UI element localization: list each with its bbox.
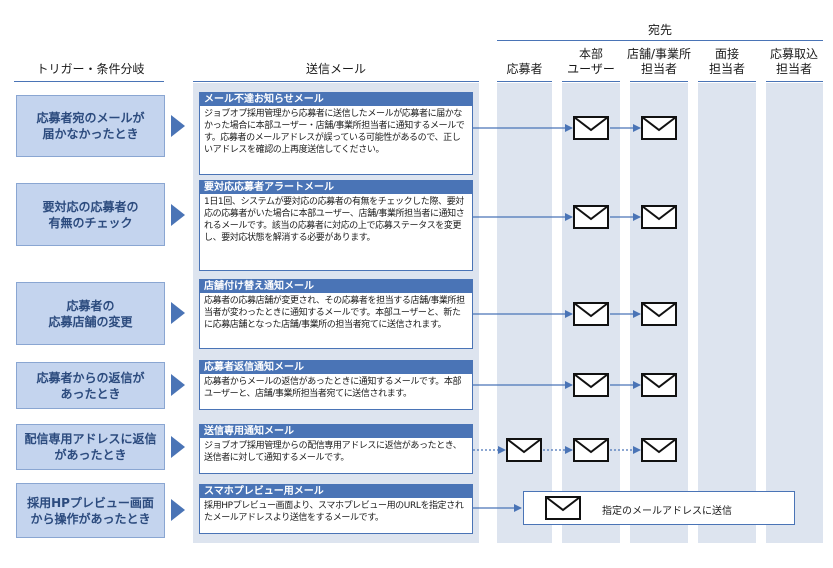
header-destination-underline xyxy=(497,40,823,41)
header-recipient-store-staff: 店舗/事業所 担当者 xyxy=(626,47,692,76)
header-mail-underline xyxy=(193,81,479,82)
trigger-row-1: 応募者宛のメールが届かなかったとき xyxy=(16,95,165,157)
chevron-right-icon xyxy=(171,204,185,226)
mail-box-row-1: メール不達お知らせメール ジョブオプ採用管理から応募者に送信したメールが応募者に… xyxy=(199,92,473,175)
envelope-icon xyxy=(573,205,609,229)
mail-title: 要対応応募者アラートメール xyxy=(200,181,472,194)
chevron-right-icon xyxy=(171,374,185,396)
trigger-row-5: 配信専用アドレスに返信があったとき xyxy=(16,424,165,470)
header-recipient-interviewer: 面接 担当者 xyxy=(708,47,745,76)
mail-title: スマホプレビュー用メール xyxy=(200,485,472,498)
mail-box-row-4: 応募者返信通知メール 応募者からメールの返信があったときに通知するメールです。本… xyxy=(199,360,473,410)
mail-description: ジョブオプ採用管理から応募者に送信したメールが応募者に届かなかった場合に本部ユー… xyxy=(204,109,465,155)
mail-box-row-2: 要対応応募者アラートメール 1日1回、システムが要対応の応募者の有無をチェックし… xyxy=(199,180,473,271)
header-destination: 宛先 xyxy=(647,23,672,37)
envelope-icon xyxy=(506,438,542,462)
envelope-icon xyxy=(641,116,677,140)
header-trigger: トリガー・条件分岐 xyxy=(36,62,145,76)
envelope-icon xyxy=(641,205,677,229)
mail-box-row-3: 店舗付け替え通知メール 応募者の応募店舗が変更され、その応募者を担当する店舗/事… xyxy=(199,279,473,349)
header-recipient-underline-5 xyxy=(766,81,823,82)
mail-description: 採用HPプレビュー画面より、スマホプレビュー用のURLを指定されたメールアドレス… xyxy=(204,501,464,523)
trigger-row-6: 採用HPプレビュー画面から操作があったとき xyxy=(16,483,165,538)
trigger-row-4: 応募者からの返信があったとき xyxy=(16,362,165,409)
chevron-right-icon xyxy=(171,115,185,137)
header-mail: 送信メール xyxy=(305,62,366,76)
mail-title: メール不達お知らせメール xyxy=(200,93,472,106)
chevron-right-icon xyxy=(171,302,185,324)
envelope-icon xyxy=(545,496,581,520)
envelope-icon xyxy=(573,438,609,462)
header-recipient-hq-user: 本部 ユーザー xyxy=(567,47,615,76)
envelope-icon xyxy=(641,302,677,326)
header-recipient-underline-3 xyxy=(630,81,688,82)
mail-box-row-5: 送信専用通知メール ジョブオプ採用管理からの配信専用アドレスに返信があったとき、… xyxy=(199,424,473,474)
header-recipient-import-staff: 応募取込 担当者 xyxy=(769,47,818,76)
mail-title: 店舗付け替え通知メール xyxy=(200,280,472,293)
envelope-icon xyxy=(573,302,609,326)
header-recipient-underline-1 xyxy=(497,81,552,82)
trigger-row-2: 要対応の応募者の有無のチェック xyxy=(16,183,165,246)
column-band-interviewer xyxy=(698,83,756,543)
mail-description: 1日1回、システムが要対応の応募者の有無をチェックした際、要対応の応募者がいた場… xyxy=(204,197,465,243)
mail-description: 応募者の応募店舗が変更され、その応募者を担当する店舗/事業所担当者が変わったとき… xyxy=(204,296,465,330)
envelope-icon xyxy=(573,116,609,140)
envelope-icon xyxy=(641,373,677,397)
chevron-right-icon xyxy=(171,499,185,521)
header-trigger-underline xyxy=(14,81,164,82)
specified-address-note: 指定のメールアドレスに送信 xyxy=(602,506,732,517)
header-recipient-applicant: 応募者 xyxy=(506,62,543,76)
column-band-import-staff xyxy=(766,83,823,543)
column-band-applicant xyxy=(497,83,552,543)
mail-description: 応募者からメールの返信があったときに通知するメールです。本部ユーザーと、店舗/事… xyxy=(204,377,462,399)
chevron-right-icon xyxy=(171,436,185,458)
trigger-row-3: 応募者の応募店舗の変更 xyxy=(16,282,165,345)
envelope-icon xyxy=(641,438,677,462)
mail-description: ジョブオプ採用管理からの配信専用アドレスに返信があったとき、送信者に対して通知す… xyxy=(204,441,462,463)
mail-title: 応募者返信通知メール xyxy=(200,361,472,374)
mail-box-row-6: スマホプレビュー用メール 採用HPプレビュー画面より、スマホプレビュー用のURL… xyxy=(199,484,473,534)
header-recipient-underline-4 xyxy=(698,81,756,82)
envelope-icon xyxy=(573,373,609,397)
mail-title: 送信専用通知メール xyxy=(200,425,472,438)
header-recipient-underline-2 xyxy=(562,81,620,82)
